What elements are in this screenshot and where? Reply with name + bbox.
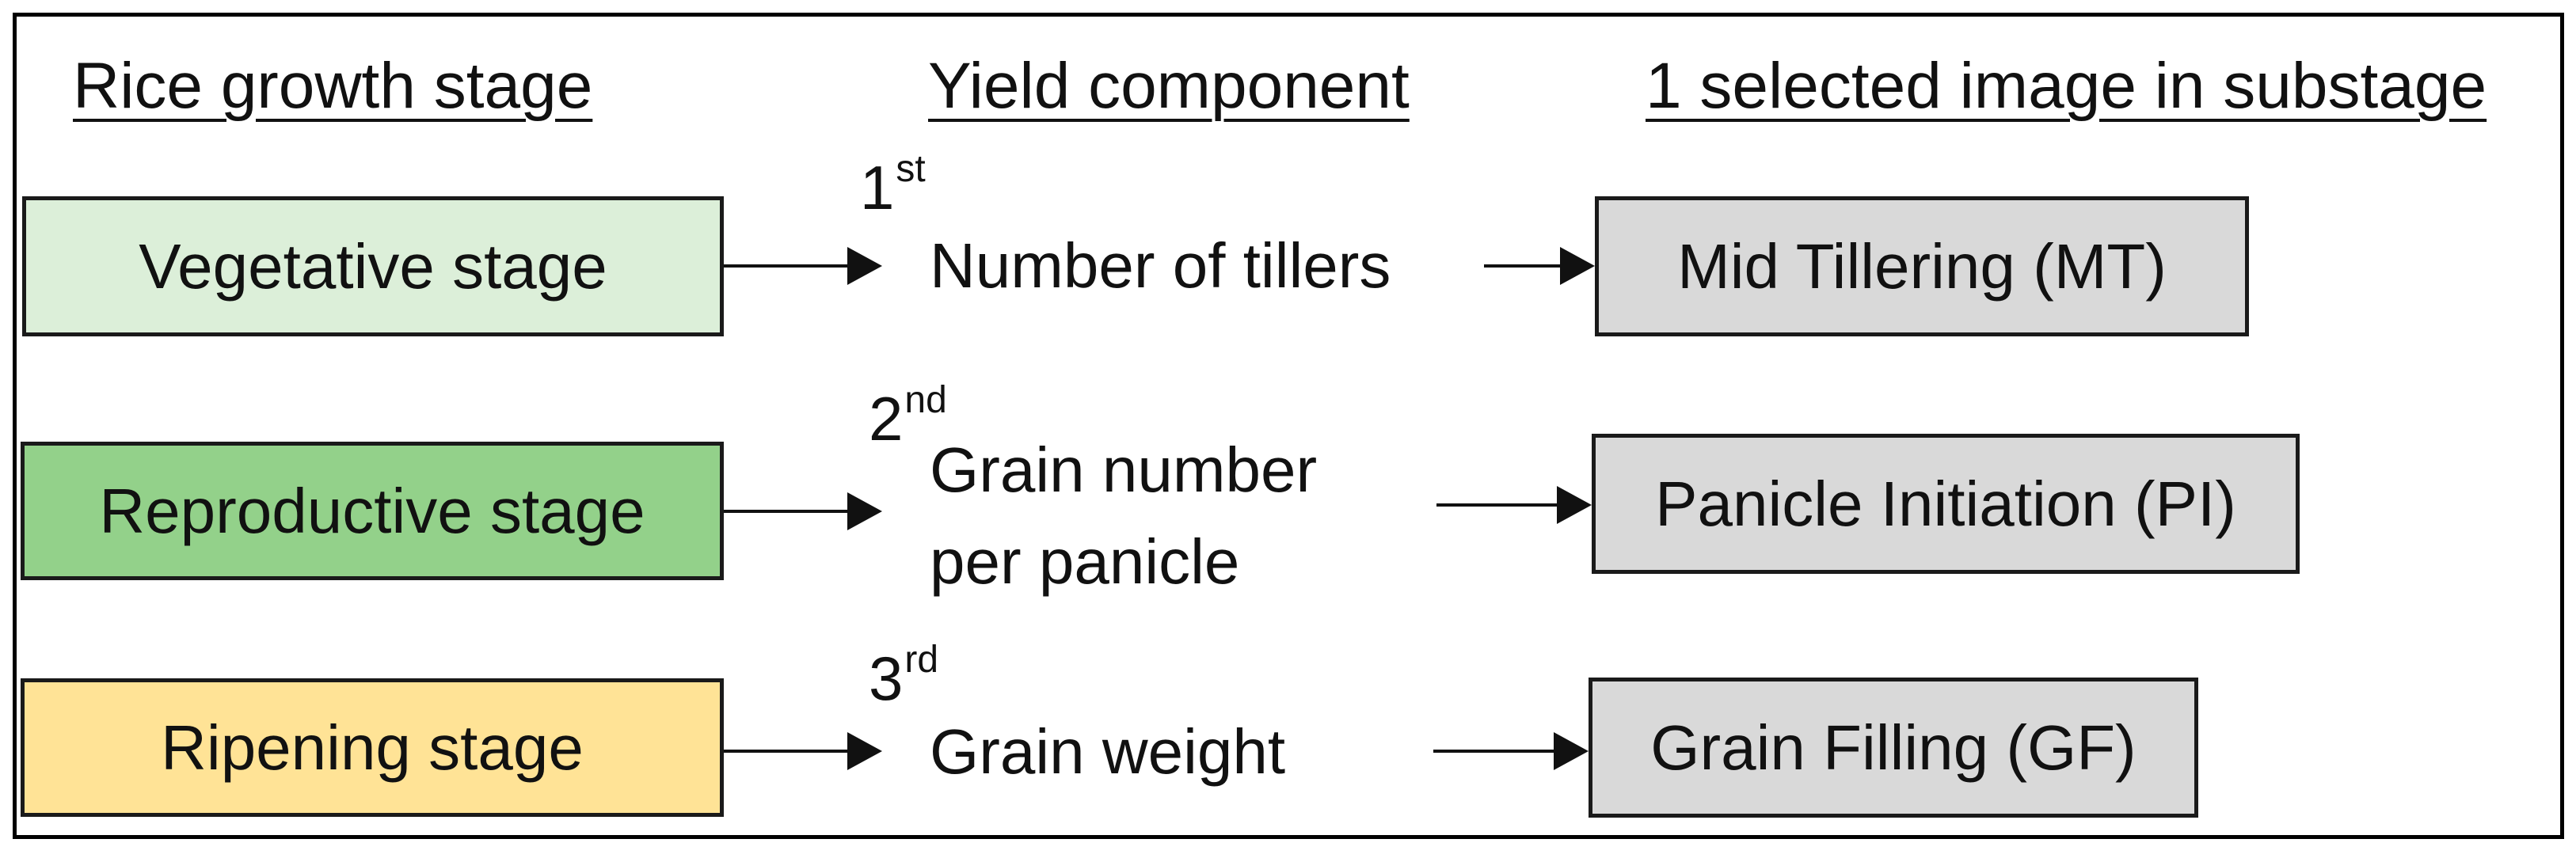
component-line: per panicle bbox=[930, 526, 1240, 597]
arrow-tillers-to-mid-tillering bbox=[1484, 247, 1595, 285]
yield-component-grain-weight: Grain weight bbox=[930, 706, 1285, 798]
stage-label: Ripening stage bbox=[161, 712, 584, 783]
substage-label: Panicle Initiation (PI) bbox=[1655, 468, 2236, 539]
header-yield-component: Yield component bbox=[928, 50, 1410, 122]
rank-third: 3rd bbox=[869, 641, 938, 710]
header-selected-image: 1 selected image in substage bbox=[1646, 50, 2487, 122]
component-line: Number of tillers bbox=[930, 230, 1391, 301]
stage-label: Vegetative stage bbox=[139, 230, 607, 302]
header-rice-growth-stage: Rice growth stage bbox=[73, 50, 593, 122]
rank-number: 1 bbox=[860, 153, 895, 222]
substage-label: Mid Tillering (MT) bbox=[1677, 230, 2167, 302]
stage-label: Reproductive stage bbox=[99, 475, 645, 546]
rank-number: 3 bbox=[869, 644, 904, 713]
substage-box-panicle-initiation: Panicle Initiation (PI) bbox=[1592, 434, 2300, 574]
substage-box-mid-tillering: Mid Tillering (MT) bbox=[1595, 196, 2249, 336]
arrow-grain-weight-to-grain-filling bbox=[1433, 732, 1589, 770]
component-line: Grain number bbox=[930, 435, 1318, 505]
rank-number: 2 bbox=[869, 384, 904, 454]
rank-suffix: rd bbox=[904, 639, 939, 681]
substage-label: Grain Filling (GF) bbox=[1650, 712, 2137, 783]
component-line: Grain weight bbox=[930, 716, 1286, 787]
stage-box-vegetative: Vegetative stage bbox=[22, 196, 724, 336]
arrow-reproductive-to-grain-number bbox=[724, 492, 882, 530]
arrow-grain-number-to-panicle-initiation bbox=[1436, 486, 1592, 524]
arrow-vegetative-to-tillers bbox=[724, 247, 882, 285]
rank-first: 1st bbox=[860, 150, 926, 219]
rank-suffix: nd bbox=[904, 379, 947, 421]
arrow-ripening-to-grain-weight bbox=[724, 732, 882, 770]
substage-box-grain-filling: Grain Filling (GF) bbox=[1589, 678, 2198, 818]
yield-component-grain-number: Grain number per panicle bbox=[930, 424, 1317, 608]
yield-component-tillers: Number of tillers bbox=[930, 220, 1391, 312]
rank-suffix: st bbox=[896, 148, 926, 190]
rank-second: 2nd bbox=[869, 382, 947, 450]
stage-box-ripening: Ripening stage bbox=[21, 678, 724, 817]
stage-box-reproductive: Reproductive stage bbox=[21, 442, 724, 580]
